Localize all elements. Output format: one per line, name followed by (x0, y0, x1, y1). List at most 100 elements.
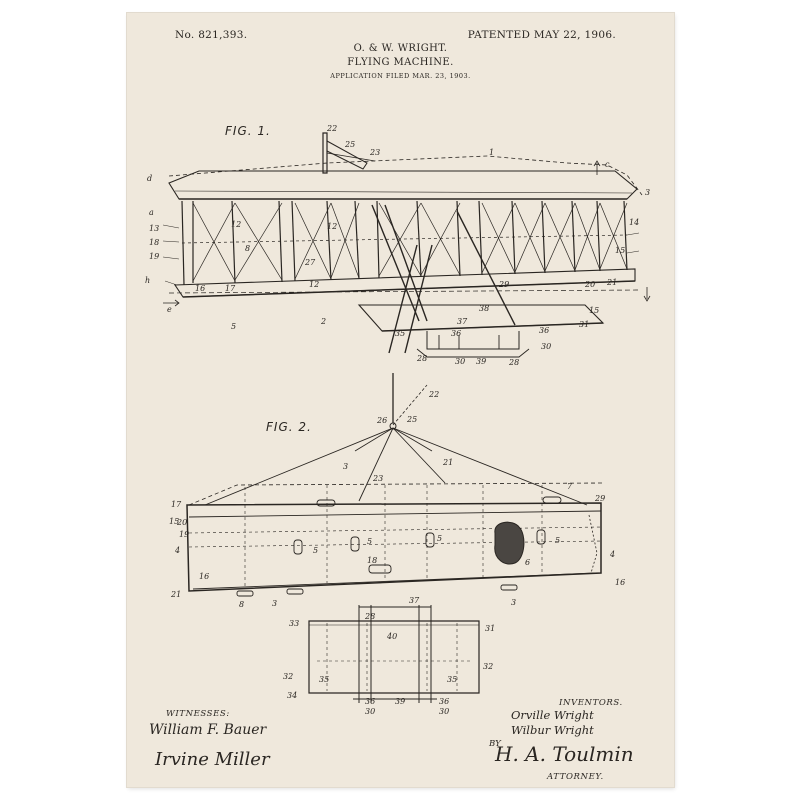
inventors-label: INVENTORS. (559, 698, 623, 708)
fig1-ref-r30a: 30 (455, 357, 466, 366)
fig1-ref-r13: 13 (149, 224, 160, 233)
fig2-ref-r18: 18 (367, 556, 378, 565)
fig1-ref-r29: 29 (499, 280, 510, 289)
fig2-ref-r33: 33 (289, 619, 300, 628)
fig1-ref-r5: 5 (231, 322, 237, 331)
fig1-ref-r12c: 12 (309, 280, 320, 289)
fig2-ref-r35a: 35 (319, 675, 330, 684)
fig1-ref-r12b: 12 (327, 222, 338, 231)
attorney-signature: H. A. Toulmin (495, 742, 634, 766)
fig1-ref-r27: 27 (305, 258, 316, 267)
fig1-ref-r36b: 36 (539, 326, 550, 335)
fig1-ref-r12a: 12 (231, 220, 242, 229)
fig2-ref-r36a: 36 (365, 697, 376, 706)
patent-date: PATENTED MAY 22, 1906. (467, 29, 616, 41)
fig1-ref-r28b: 28 (509, 358, 520, 367)
fig1-ref-r15a: 15 (615, 246, 626, 255)
fig1-ref-r38: 38 (479, 304, 490, 313)
fig1-ref-r15b: 15 (589, 306, 600, 315)
fig2-ref-r8: 8 (239, 600, 245, 609)
fig2-ref-r40: 40 (387, 632, 398, 641)
fig2-ref-r35b: 35 (447, 675, 458, 684)
fig1-ref-r22: 22 (327, 124, 338, 133)
fig2-ref-r5a: 5 (313, 546, 319, 555)
fig1-ref-rc: c (605, 160, 610, 169)
fig2-ref-r32a: 32 (283, 672, 294, 681)
fig2-ref-r20: 20 (177, 518, 188, 527)
fig1-label: FIG. 1. (225, 124, 271, 138)
fig2-ref-r17: 17 (171, 500, 182, 509)
fig2-label: FIG. 2. (266, 420, 312, 434)
fig2-ref-r3b: 3 (272, 599, 278, 608)
fig1-ref-re: e (167, 305, 172, 314)
fig1-ref-r18: 18 (149, 238, 160, 247)
fig2-ref-r6: 6 (525, 558, 531, 567)
fig1-ref-r25: 25 (345, 140, 356, 149)
inventor-names: O. & W. WRIGHT. (353, 43, 448, 54)
patent-number: No. 821,393. (175, 29, 248, 41)
fig2-ref-r23: 23 (373, 474, 384, 483)
fig1-ref-r23: 23 (370, 148, 381, 157)
attorney-label: ATTORNEY. (547, 772, 604, 782)
patent-drawing (162, 132, 651, 703)
fig1-ref-ra: a (149, 208, 154, 217)
fig2-ref-r5c: 5 (437, 534, 443, 543)
fig2-ref-r34: 34 (287, 691, 298, 700)
witnesses-label: WITNESSES: (166, 709, 230, 719)
fig1-ref-r1: 1 (489, 148, 495, 157)
witness-signature-1: William F. Bauer (149, 722, 267, 738)
fig2-drawing (186, 373, 604, 703)
fig2-ref-r4a: 4 (175, 546, 181, 555)
fig2-ref-r16a: 16 (199, 572, 210, 581)
fig2-ref-r7: 7 (567, 482, 573, 491)
fig1-ref-r2: 2 (321, 317, 327, 326)
fig1-ref-r20: 20 (585, 280, 596, 289)
fig1-ref-r21: 21 (607, 278, 618, 287)
fig2-ref-r22: 22 (429, 390, 440, 399)
fig2-ref-r37: 37 (409, 596, 420, 605)
fig1-drawing (162, 132, 651, 358)
fig2-ref-r5d: 5 (555, 536, 561, 545)
fig1-ref-r37: 37 (457, 317, 468, 326)
fig1-ref-r19: 19 (149, 252, 160, 261)
inventor-signature-1: Orville Wright (511, 708, 594, 722)
witness-signature-2: Irvine Miller (155, 749, 270, 770)
fig2-ref-r15: 15 (169, 517, 180, 526)
fig1-ref-r16: 16 (195, 284, 206, 293)
fig2-ref-r21: 21 (443, 458, 454, 467)
fig2-ref-r19: 19 (179, 530, 190, 539)
fig2-ref-r21b: 21 (171, 590, 182, 599)
fig1-ref-r3: 3 (645, 188, 651, 197)
fig2-ref-r4b: 4 (610, 550, 616, 559)
fig2-ref-r26: 26 (377, 416, 388, 425)
fig2-ref-r5b: 5 (367, 537, 373, 546)
patent-sheet: No. 821,393. PATENTED MAY 22, 1906. O. &… (127, 13, 674, 787)
inventor-signature-2: Wilbur Wright (511, 723, 594, 737)
fig1-ref-r31: 31 (579, 320, 590, 329)
fig2-ref-r39: 39 (395, 697, 406, 706)
fig2-ref-r16b: 16 (615, 578, 626, 587)
fig1-ref-r35: 35 (395, 329, 406, 338)
application-filed: APPLICATION FILED MAR. 23, 1903. (330, 72, 471, 80)
fig2-ref-r3a: 3 (343, 462, 349, 471)
patent-title: FLYING MACHINE. (347, 57, 454, 68)
fig1-ref-r8a: 8 (245, 244, 251, 253)
fig2-ref-r28: 28 (365, 612, 376, 621)
fig1-ref-rd: d (147, 174, 153, 183)
fig1-ref-r17: 17 (225, 284, 236, 293)
fig1-ref-r28a: 28 (417, 354, 428, 363)
fig2-ref-r29: 29 (595, 494, 606, 503)
fig2-ref-r31: 31 (485, 624, 496, 633)
fig1-ref-r39: 39 (476, 357, 487, 366)
fig2-ref-r25: 25 (407, 415, 418, 424)
fig1-ref-r14: 14 (629, 218, 640, 227)
fig1-ref-r36a: 36 (451, 329, 462, 338)
fig2-ref-r3c: 3 (511, 598, 517, 607)
fig1-ref-r30b: 30 (541, 342, 552, 351)
fig2-ref-r36b: 36 (439, 697, 450, 706)
fig1-ref-rh: h (145, 276, 151, 285)
fig2-ref-r30a: 30 (365, 707, 376, 716)
fig2-ref-r30b: 30 (439, 707, 450, 716)
fig2-ref-r32b: 32 (483, 662, 494, 671)
by-label: BY (489, 739, 501, 749)
